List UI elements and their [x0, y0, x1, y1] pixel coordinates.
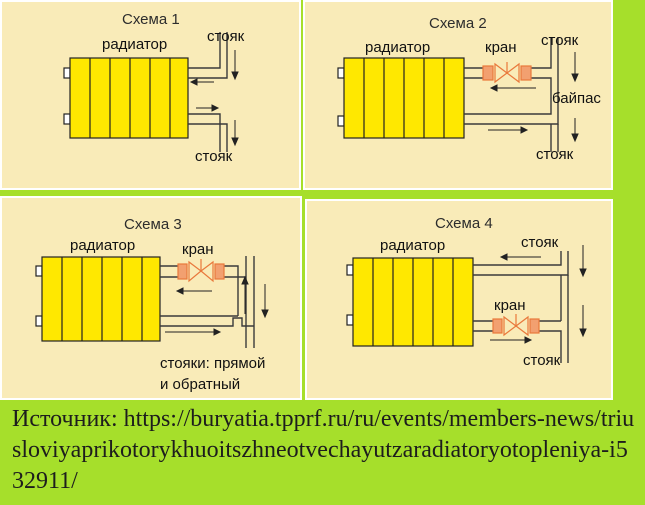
radiator [346, 257, 474, 347]
riser-label-bottom: стояк [523, 352, 561, 369]
source-caption: Источник: https://buryatia.tpprf.ru/ru/e… [12, 406, 635, 494]
pipes [464, 37, 559, 152]
radiator [35, 256, 161, 342]
scheme-2-diagram [337, 37, 579, 152]
scheme-2-panel: Схема 2 радиатор кран стояк байпас стояк [303, 0, 613, 190]
flow-arrows [488, 52, 579, 143]
riser-label-bottom: стояк [195, 148, 233, 165]
scheme-1-diagram [63, 32, 239, 152]
radiator-label: радиатор [365, 39, 431, 56]
pipes [160, 256, 255, 348]
scheme-title: Схема 3 [124, 216, 182, 233]
radiator-label: радиатор [70, 237, 136, 254]
valve-icon [492, 314, 540, 337]
risers-label-line2: и обратный [160, 376, 241, 393]
scheme-title: Схема 2 [429, 15, 487, 32]
scheme-4-diagram [346, 245, 587, 363]
valve-label: кран [494, 297, 526, 314]
radiator [337, 57, 465, 139]
bypass-label: байпас [552, 90, 601, 107]
scheme-title: Схема 1 [122, 11, 180, 28]
pipes [473, 251, 569, 363]
scheme-4-panel: Схема 4 радиатор стояк кран стояк [305, 199, 613, 400]
valve-icon [177, 259, 225, 283]
flow-arrows [165, 275, 269, 336]
flow-arrows [490, 245, 587, 344]
radiator-label: радиатор [380, 237, 446, 254]
scheme-3-panel: Схема 3 радиатор кран стояки: прямой и о… [0, 196, 302, 400]
radiator-label: радиатор [102, 36, 168, 53]
riser-label-top: стояк [541, 32, 579, 49]
valve-label: кран [182, 241, 214, 258]
valve-icon [482, 62, 532, 84]
riser-label-top: стояк [521, 234, 559, 251]
flow-arrows [189, 50, 239, 147]
risers-label-line1: стояки: прямой [160, 355, 266, 372]
riser-label-bottom: стояк [536, 146, 574, 163]
scheme-title: Схема 4 [435, 215, 493, 232]
scheme-1-panel: Схема 1 радиатор стояк стояк [0, 0, 301, 190]
scheme-3-diagram [35, 256, 269, 348]
radiator [63, 57, 189, 139]
valve-label: кран [485, 39, 517, 56]
pipes [188, 32, 228, 152]
riser-label-top: стояк [207, 28, 245, 45]
